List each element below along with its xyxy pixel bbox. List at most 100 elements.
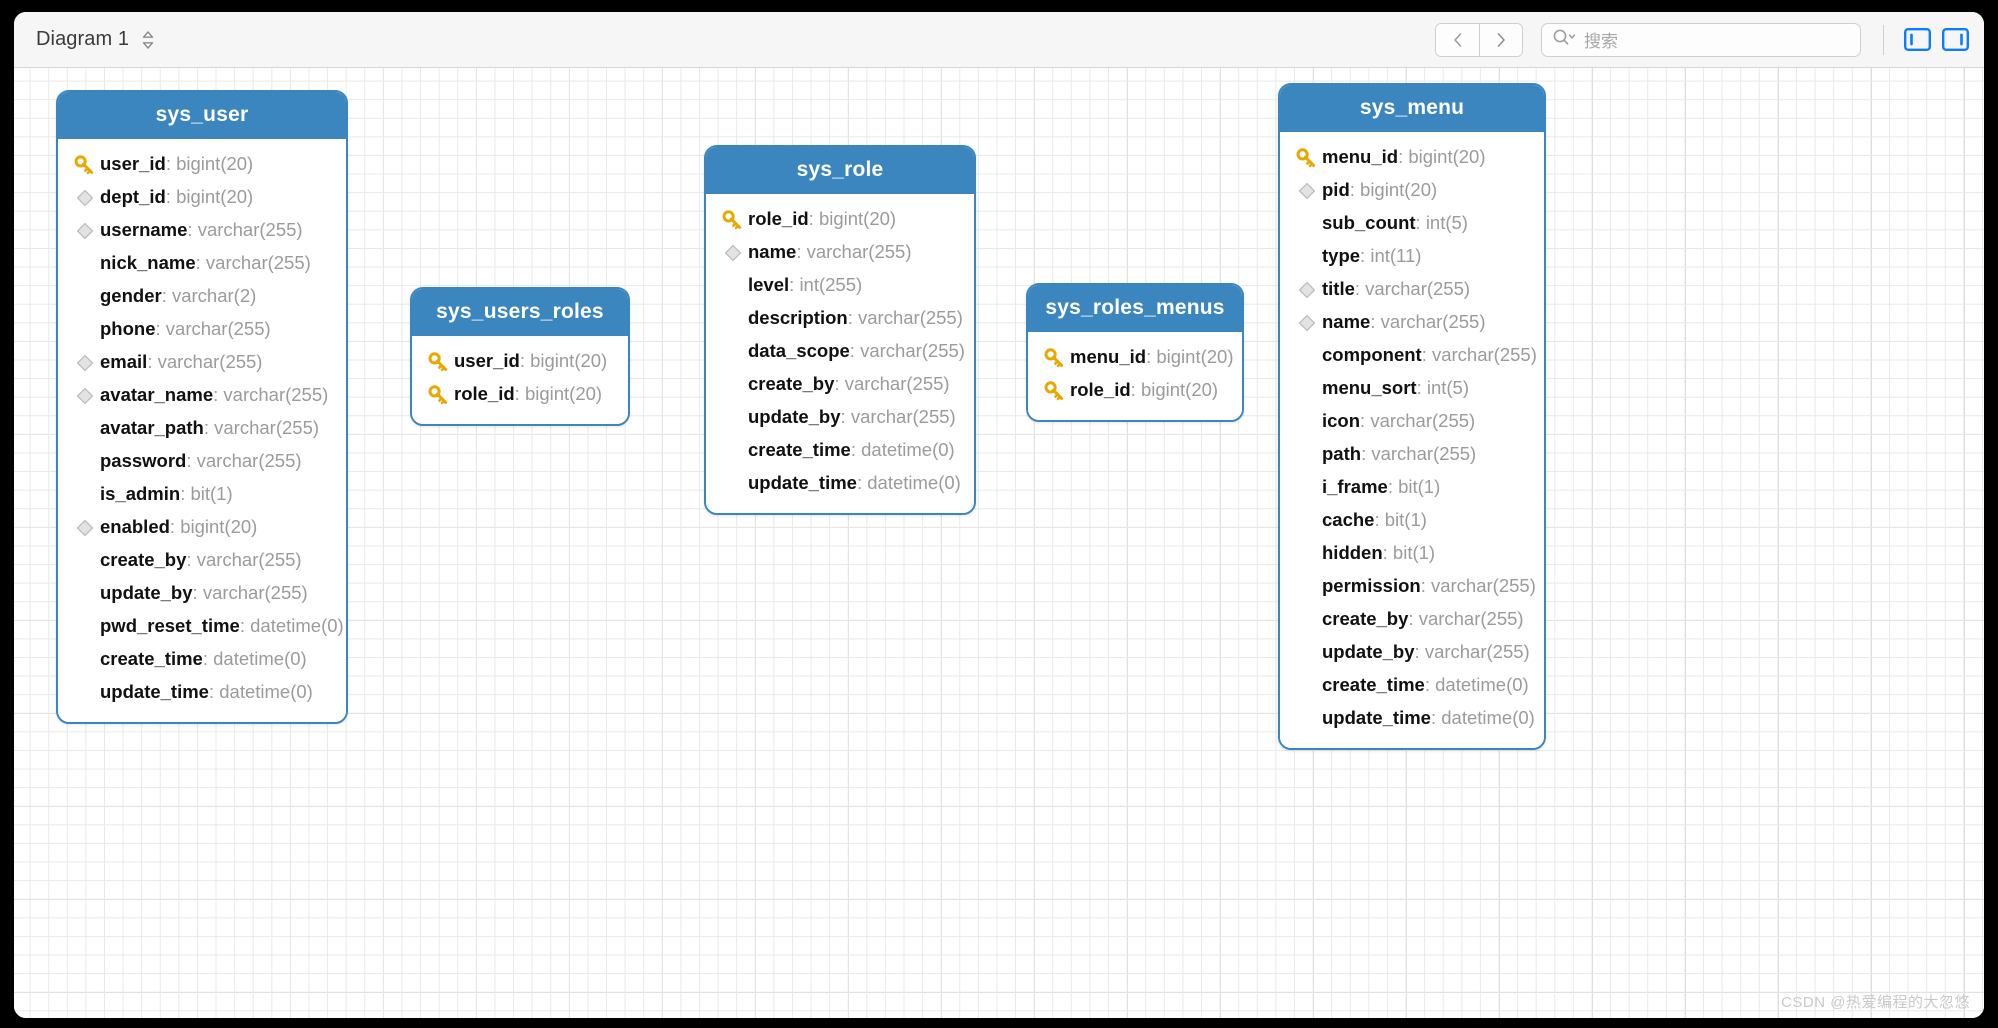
primary-key-icon	[70, 154, 100, 175]
field-separator: :	[186, 450, 197, 472]
table-row[interactable]: pwd_reset_time: datetime(0)	[58, 610, 346, 643]
table-row[interactable]: title: varchar(255)	[1280, 273, 1544, 306]
table-row[interactable]: phone: varchar(255)	[58, 313, 346, 346]
field-label: name: varchar(255)	[1322, 313, 1486, 332]
table-row[interactable]: nick_name: varchar(255)	[58, 247, 346, 280]
table-row[interactable]: create_time: datetime(0)	[1280, 669, 1544, 702]
table-row[interactable]: update_by: varchar(255)	[1280, 636, 1544, 669]
right-sidebar-icon[interactable]	[1940, 27, 1970, 53]
table-row[interactable]: update_time: datetime(0)	[58, 676, 346, 709]
field-type: datetime(0)	[250, 615, 344, 637]
table-row[interactable]: pid: bigint(20)	[1280, 174, 1544, 207]
table-row[interactable]: path: varchar(255)	[1280, 438, 1544, 471]
field-type: varchar(255)	[844, 373, 950, 395]
field-type: varchar(255)	[196, 549, 302, 571]
field-type: varchar(255)	[202, 582, 308, 604]
table-row[interactable]: role_id: bigint(20)	[1028, 374, 1242, 407]
field-label: is_admin: bit(1)	[100, 485, 233, 504]
table-row[interactable]: is_admin: bit(1)	[58, 478, 346, 511]
chevron-updown-icon[interactable]	[141, 29, 155, 51]
field-type: int(5)	[1426, 377, 1470, 399]
table-row[interactable]: update_by: varchar(255)	[706, 401, 974, 434]
table-row[interactable]: dept_id: bigint(20)	[58, 181, 346, 214]
table-row[interactable]: avatar_name: varchar(255)	[58, 379, 346, 412]
table-row[interactable]: email: varchar(255)	[58, 346, 346, 379]
table-row[interactable]: role_id: bigint(20)	[412, 378, 628, 411]
field-separator: :	[1424, 674, 1436, 696]
table-row[interactable]: permission: varchar(255)	[1280, 570, 1544, 603]
table-row[interactable]: level: int(255)	[706, 269, 974, 302]
field-name: is_admin	[100, 483, 181, 505]
document-title-group[interactable]: Diagram 1	[36, 28, 155, 51]
field-label: role_id: bigint(20)	[454, 385, 602, 404]
table-row[interactable]: menu_sort: int(5)	[1280, 372, 1544, 405]
table-row[interactable]: menu_id: bigint(20)	[1028, 341, 1242, 374]
table-row[interactable]: username: varchar(255)	[58, 214, 346, 247]
table-row[interactable]: sub_count: int(5)	[1280, 207, 1544, 240]
field-name: icon	[1322, 410, 1361, 432]
field-label: update_time: datetime(0)	[748, 474, 961, 493]
field-label: cache: bit(1)	[1322, 511, 1427, 530]
table-row[interactable]: enabled: bigint(20)	[58, 511, 346, 544]
table-row[interactable]: create_time: datetime(0)	[58, 643, 346, 676]
field-name: sub_count	[1322, 212, 1416, 234]
table-row[interactable]: create_by: varchar(255)	[1280, 603, 1544, 636]
table-row[interactable]: create_by: varchar(255)	[58, 544, 346, 577]
table-row[interactable]: name: varchar(255)	[706, 236, 974, 269]
table-row[interactable]: password: varchar(255)	[58, 445, 346, 478]
table-row[interactable]: create_by: varchar(255)	[706, 368, 974, 401]
field-type: varchar(255)	[1418, 608, 1524, 630]
table-row[interactable]: description: varchar(255)	[706, 302, 974, 335]
primary-key-icon	[1040, 380, 1070, 401]
field-label: dept_id: bigint(20)	[100, 188, 253, 207]
table-row[interactable]: user_id: bigint(20)	[412, 345, 628, 378]
table-row[interactable]: avatar_path: varchar(255)	[58, 412, 346, 445]
table-title: sys_users_roles	[412, 289, 628, 336]
table-row[interactable]: update_by: varchar(255)	[58, 577, 346, 610]
table-row[interactable]: component: varchar(255)	[1280, 339, 1544, 372]
field-label: create_time: datetime(0)	[1322, 676, 1529, 695]
field-separator: :	[1382, 542, 1393, 564]
table-row[interactable]: i_frame: bit(1)	[1280, 471, 1544, 504]
table-row[interactable]: type: int(11)	[1280, 240, 1544, 273]
table-row[interactable]: update_time: datetime(0)	[706, 467, 974, 500]
field-separator: :	[1349, 179, 1361, 201]
field-name: hidden	[1322, 542, 1383, 564]
field-separator: :	[1360, 410, 1371, 432]
field-name: pwd_reset_time	[100, 615, 240, 637]
field-separator: :	[1430, 707, 1442, 729]
table-row[interactable]: hidden: bit(1)	[1280, 537, 1544, 570]
left-sidebar-icon[interactable]	[1902, 27, 1932, 53]
table-row[interactable]: update_time: datetime(0)	[1280, 702, 1544, 735]
field-separator: :	[519, 350, 531, 372]
table-row[interactable]: data_scope: varchar(255)	[706, 335, 974, 368]
table-row[interactable]: user_id: bigint(20)	[58, 148, 346, 181]
table-row[interactable]: create_time: datetime(0)	[706, 434, 974, 467]
navigation-buttons	[1435, 22, 1523, 57]
table-row[interactable]: menu_id: bigint(20)	[1280, 141, 1544, 174]
table-row[interactable]: role_id: bigint(20)	[706, 203, 974, 236]
field-separator: :	[1398, 146, 1409, 168]
field-separator: :	[808, 208, 819, 230]
field-separator: :	[850, 439, 862, 461]
back-button[interactable]	[1436, 23, 1479, 56]
table-fields: menu_id: bigint(20)pid: bigint(20)sub_co…	[1280, 132, 1544, 748]
table-row[interactable]: name: varchar(255)	[1280, 306, 1544, 339]
field-separator: :	[1374, 509, 1385, 531]
table-card-sys_users_roles[interactable]: sys_users_roles user_id: bigint(20) role_i…	[410, 287, 630, 426]
table-row[interactable]: gender: varchar(2)	[58, 280, 346, 313]
field-type: varchar(255)	[850, 406, 956, 428]
page-title: Diagram 1	[36, 28, 130, 50]
search-input[interactable]: 搜索	[1541, 22, 1861, 57]
field-name: name	[748, 241, 797, 263]
table-row[interactable]: icon: varchar(255)	[1280, 405, 1544, 438]
forward-button[interactable]	[1479, 23, 1522, 56]
field-type: datetime(0)	[1441, 707, 1535, 729]
table-row[interactable]: cache: bit(1)	[1280, 504, 1544, 537]
field-label: description: varchar(255)	[748, 309, 963, 328]
